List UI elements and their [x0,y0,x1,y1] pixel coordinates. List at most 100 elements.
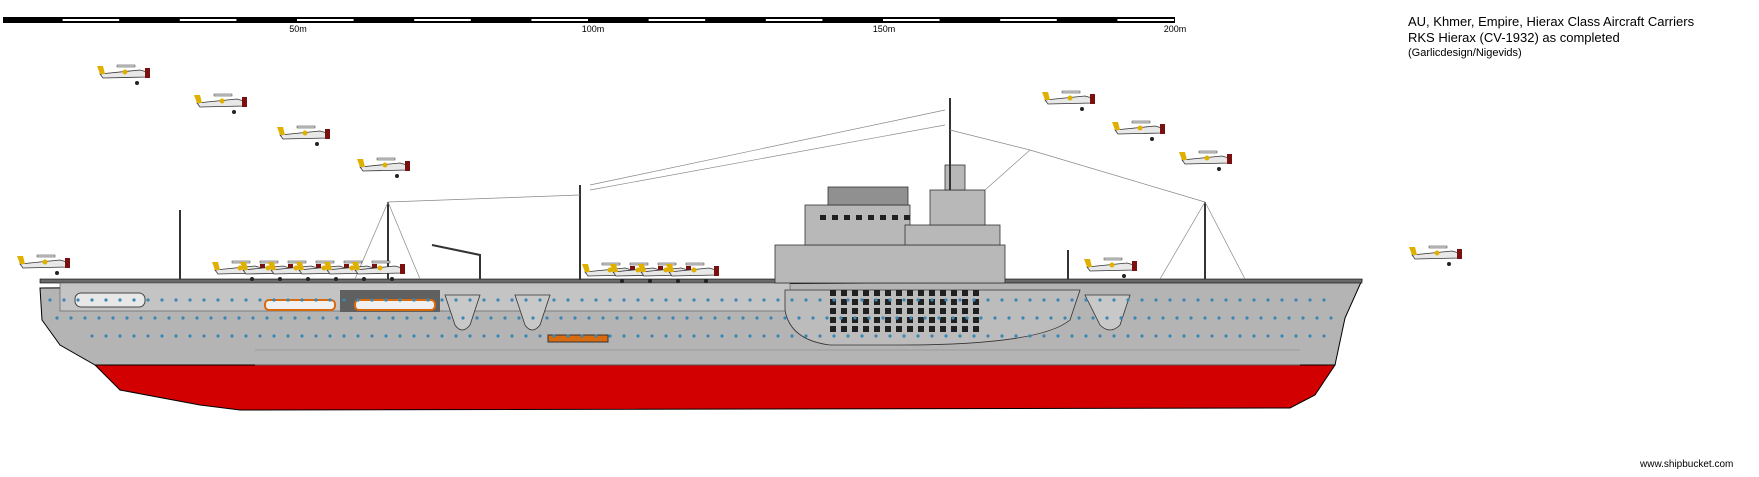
porthole [1000,334,1004,338]
porthole [1280,298,1284,302]
porthole [510,334,514,338]
wheel [648,279,652,283]
porthole [748,298,752,302]
window [863,299,869,305]
porthole [944,334,948,338]
wheel [306,277,310,281]
porthole [643,316,647,320]
tail-fin [1409,247,1417,255]
window [951,299,957,305]
porthole [573,316,577,320]
engine-cowling [325,129,330,139]
boat [74,292,146,308]
porthole [496,334,500,338]
engine-cowling [1132,261,1137,271]
porthole [685,316,689,320]
porthole [580,298,584,302]
porthole [1182,334,1186,338]
engine-cowling [714,266,719,276]
porthole [1266,334,1270,338]
engine-cowling [400,264,405,274]
porthole [69,316,73,320]
porthole [888,298,892,302]
porthole [1007,316,1011,320]
porthole [538,298,542,302]
window [863,308,869,314]
porthole [188,334,192,338]
porthole [265,316,269,320]
porthole [1189,316,1193,320]
porthole [818,298,822,302]
porthole [1259,316,1263,320]
porthole [146,298,150,302]
window [852,290,858,296]
porthole [118,334,122,338]
window [885,299,891,305]
wheel [1217,167,1221,171]
porthole [349,316,353,320]
biplane [357,157,410,178]
porthole [237,316,241,320]
porthole [958,334,962,338]
porthole [1126,334,1130,338]
porthole [153,316,157,320]
porthole [48,298,52,302]
window [940,326,946,332]
porthole [678,298,682,302]
biplane [97,64,150,85]
window [973,308,979,314]
roundel [691,267,697,273]
porthole [713,316,717,320]
porthole [692,298,696,302]
porthole [678,334,682,338]
scale-label-200: 200m [1163,24,1187,34]
porthole [209,316,213,320]
porthole [90,334,94,338]
biplane [277,125,330,146]
window [830,308,836,314]
wheel [1122,274,1126,278]
porthole [1042,334,1046,338]
porthole [1056,334,1060,338]
wheel [1150,137,1154,141]
porthole [552,334,556,338]
porthole [720,334,724,338]
porthole [1140,334,1144,338]
window [918,317,924,323]
biplane [1042,90,1095,111]
porthole [874,334,878,338]
window [929,290,935,296]
porthole [83,316,87,320]
window [907,308,913,314]
porthole [1294,298,1298,302]
window [929,299,935,305]
porthole [1077,316,1081,320]
window [907,299,913,305]
upper-wing [1061,90,1081,94]
porthole [1245,316,1249,320]
scale-label-50: 50m [289,24,307,34]
porthole [552,298,556,302]
porthole [384,298,388,302]
porthole [328,298,332,302]
tail-fin [212,262,220,270]
tail-fin [666,264,674,272]
porthole [664,334,668,338]
porthole [972,334,976,338]
scale-segment [297,19,354,21]
porthole [62,298,66,302]
porthole [342,298,346,302]
porthole [825,316,829,320]
window [830,326,836,332]
boat [547,334,609,343]
roundel [293,265,299,271]
porthole [615,316,619,320]
tail-fin [97,66,105,74]
porthole [790,334,794,338]
biplane [352,260,405,281]
wheel [55,271,59,275]
porthole [1140,298,1144,302]
wheel [362,277,366,281]
porthole [426,334,430,338]
flight-deck [39,278,1363,284]
